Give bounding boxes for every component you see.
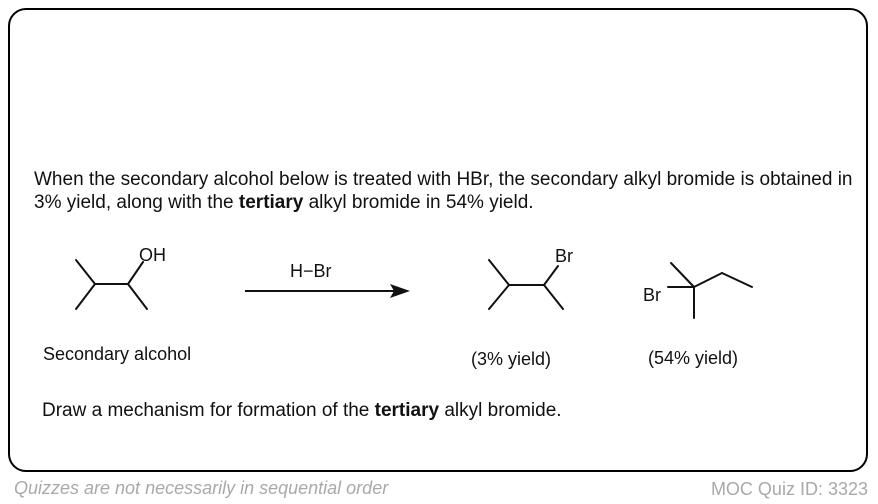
oh-label: OH [139, 245, 166, 265]
quiz-id: MOC Quiz ID: 3323 [710, 479, 868, 499]
question-part2: alkyl bromide. [439, 400, 562, 421]
secondary-bromide-bond [543, 284, 564, 310]
secondary-yield-label: (3% yield) [471, 349, 552, 369]
question-text: Draw a mechanism for formation of the te… [42, 400, 562, 422]
quiz-card [8, 8, 868, 472]
secondary-bromide-bond [488, 259, 510, 286]
reactant-bond [75, 259, 96, 285]
reactant-structure [75, 259, 148, 310]
reagent-label: H−Br [290, 261, 332, 281]
reactant-label: Secondary alcohol [43, 344, 192, 364]
secondary-bromide-bond [543, 265, 559, 286]
tertiary-bromide-structure [667, 262, 753, 319]
question-bold-tertiary: tertiary [374, 400, 440, 421]
tertiary-bromide-bond [721, 272, 753, 288]
tertiary-bromide-bond [670, 262, 695, 288]
intro-part1: When the secondary alcohol below is trea… [34, 169, 853, 213]
reactant-bond [127, 283, 148, 310]
reactant-bond [75, 283, 96, 310]
secondary-bromide-structure [488, 259, 564, 310]
secondary-bromide-bond [488, 284, 510, 310]
intro-part2: alkyl bromide in 54% yield. [303, 192, 534, 213]
intro-bold-tertiary: tertiary [238, 192, 304, 213]
tertiary-bromide-bond [693, 272, 723, 288]
secondary-br-label: Br [555, 246, 573, 266]
reaction-arrow-head [390, 284, 410, 298]
reactant-bond [127, 261, 144, 285]
intro-text: When the secondary alcohol below is trea… [34, 168, 864, 214]
tertiary-yield-label: (54% yield) [648, 348, 739, 368]
question-part1: Draw a mechanism for formation of the [42, 400, 375, 421]
tertiary-br-label: Br [643, 285, 661, 305]
footer-note: Quizzes are not necessarily in sequentia… [14, 478, 389, 498]
